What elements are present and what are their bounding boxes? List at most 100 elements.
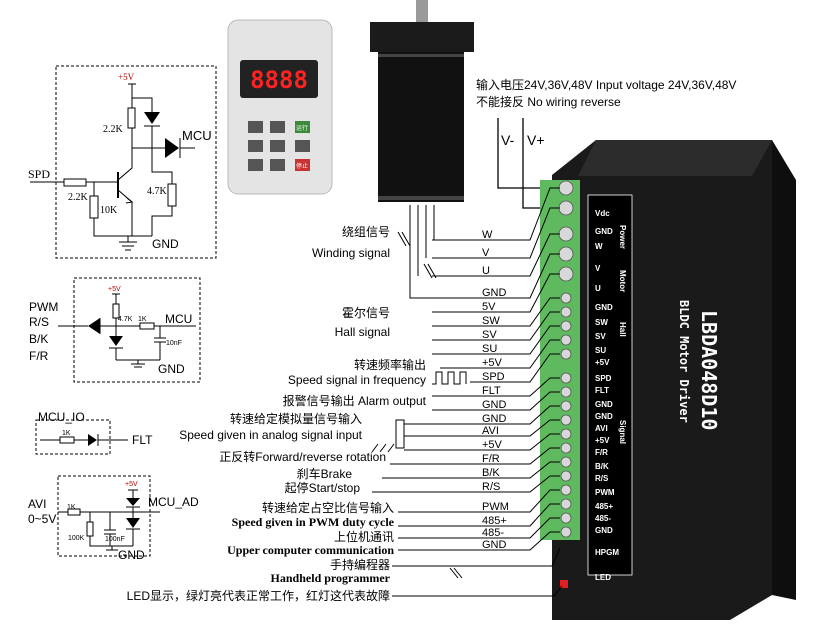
signal-wire (432, 253, 560, 299)
terminal-label: GND (595, 526, 613, 535)
pwm-r2-label: 1K (138, 316, 147, 323)
terminal-screw (560, 414, 572, 426)
terminal-label: GND (595, 227, 613, 236)
terminal-screw (560, 428, 572, 440)
function-labels: 绕组信号 Winding signal 霍尔信号 Hall signal 转速频… (127, 225, 427, 603)
programmer-key-run (295, 121, 310, 133)
terminal-screw (560, 526, 572, 538)
winding-en-label: Winding signal (312, 246, 390, 260)
signal-wire (432, 325, 560, 355)
cable-break-mark (423, 263, 437, 279)
signal-wire (432, 377, 560, 397)
terminal-label: V (595, 264, 601, 273)
terminal-screw (560, 498, 572, 510)
motor-cable (409, 205, 435, 299)
power-pos-label: V+ (527, 132, 545, 148)
pwm-cap-label: 10nF (166, 340, 182, 347)
signal-wire (404, 405, 560, 425)
speed-freq-en-label: Speed signal in frequency (288, 373, 426, 387)
programmer-display: 8888 (250, 66, 308, 94)
pin-label: +5V (482, 439, 503, 451)
spd-input-schematic: +5V 2.2K MCU 4.7K SPD 2.2K 10K (28, 65, 217, 259)
terminal-screw (560, 348, 572, 360)
pin-label: 485+ (482, 515, 507, 527)
pin-label: GND (482, 413, 507, 425)
flt-schematic-frame (35, 419, 111, 455)
pin-label: 485- (482, 527, 504, 539)
flt-output-schematic: MCU_IO 1K FLT (35, 410, 153, 455)
signal-wire (432, 297, 560, 327)
terminal-screw (560, 334, 572, 346)
signal-wire (372, 475, 560, 493)
programmer-key-dec (248, 140, 263, 152)
power-voltage-text: 输入电压24V,36V,48V Input voltage 24V,36V,48… (476, 77, 736, 92)
power-neg-label: V- (501, 132, 515, 148)
spd-r-col-label: 4.7K (147, 186, 168, 197)
pin-label: +5V (482, 357, 503, 369)
programmer-key-down (270, 159, 285, 171)
terminal-screw (560, 400, 572, 412)
spd-input-label: SPD (28, 167, 50, 181)
cable-break-mark (397, 231, 411, 247)
analog-cn-label: 转速给定模拟量信号输入 (230, 411, 362, 426)
pwm-mcu-label: MCU (165, 312, 192, 326)
signal-wire (432, 187, 560, 241)
pin-label: FLT (482, 385, 501, 397)
avi-mcu-label: MCU_AD (148, 495, 199, 509)
handheld-wire (392, 547, 561, 567)
terminal-label: GND (595, 303, 613, 312)
pwm-en-label: Speed given in PWM duty cycle (232, 515, 395, 529)
signal-wire (382, 461, 560, 479)
terminal-label: B/K (595, 462, 609, 471)
terminal-label: Vdc (595, 209, 610, 218)
avi-in-label: AVI (28, 497, 46, 511)
terminal-label-panel (587, 194, 633, 576)
programmer-run-label: 运行 (296, 124, 308, 132)
avi-input-schematic: +5V MCU_AD AVI 0~5V 1K 100K 100nF GND (28, 475, 199, 562)
pin-label: V (482, 247, 490, 259)
programmer-stop-label: 停止 (296, 162, 308, 170)
avi-vcc-label: +5V (125, 481, 138, 488)
pin-label: GND (482, 287, 507, 299)
spd-gnd-label: GND (152, 237, 179, 251)
pin-label: 5V (482, 301, 496, 313)
terminal-screw (560, 320, 572, 332)
terminal-label: GND (595, 412, 613, 421)
terminal-screw (560, 512, 572, 524)
brake-label: 刹车Brake (297, 466, 353, 481)
spd-schematic-frame (55, 65, 217, 259)
terminal-screw (558, 200, 574, 216)
section-power-label: Power (618, 225, 627, 249)
signal-wire (432, 273, 560, 313)
terminal-label: R/S (595, 474, 609, 483)
terminal-label: SPD (595, 374, 612, 383)
bldc-motor (370, 0, 474, 202)
pwm-input-schematic: PWM R/S B/K F/R +5V 4.7K 1K MCU 10nF GND (29, 277, 201, 383)
spd-r-top-label: 2.2K (103, 124, 124, 135)
pwm-schematic-frame (73, 277, 201, 383)
signal-wire (398, 531, 560, 551)
spd-r-in-label: 2.2K (68, 192, 89, 203)
signal-wire (404, 433, 560, 451)
terminal-screw (560, 456, 572, 468)
terminal-label: AVI (595, 424, 608, 433)
pin-label: GND (482, 539, 507, 551)
terminal-label: +5V (595, 436, 610, 445)
fr-input-label: F/R (29, 349, 49, 363)
pin-label: PWM (482, 501, 509, 513)
winding-cn-label: 绕组信号 (342, 225, 390, 239)
flt-mcu-label: MCU_IO (38, 410, 85, 424)
pwm-r1-label: 4.7K (118, 316, 133, 323)
handheld-programmer: 8888 运行 停止 (227, 19, 333, 195)
signal-wire (440, 339, 560, 369)
cable-break-mark (449, 567, 463, 579)
pin-label: R/S (482, 481, 500, 493)
pin-label: F/R (482, 453, 500, 465)
programmer-key-dir (270, 140, 285, 152)
rs-input-label: R/S (29, 315, 49, 329)
pulse-symbol (432, 371, 467, 385)
signal-wire (432, 207, 560, 259)
pwm-cn-label: 转速给定占空比信号输入 (262, 500, 394, 515)
